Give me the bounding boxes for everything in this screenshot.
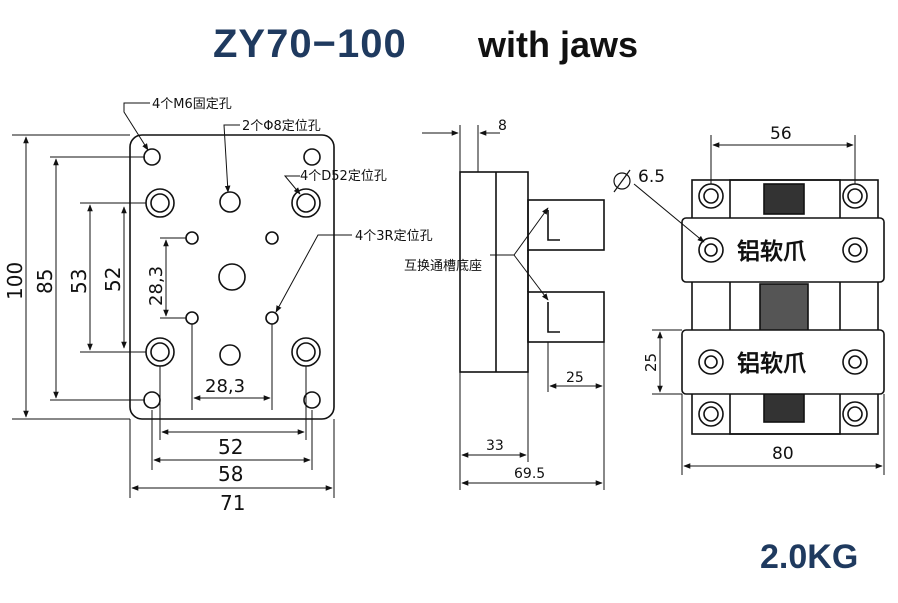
front-dimensions (12, 102, 352, 498)
m6-hole (143, 148, 161, 166)
top-dimension-labels: 6.5 56 25 80 铝软爪 铝软爪 (613, 124, 807, 464)
front-plate-outline (129, 134, 335, 420)
center-screw (759, 283, 809, 335)
dim-71: 71 (220, 491, 245, 515)
d52-hole (291, 188, 321, 218)
top-dimensions (633, 135, 885, 475)
side-dimensions (422, 125, 605, 490)
callout-r3: 4个3R定位孔 (355, 229, 433, 244)
dim-28-horizontal: 28,3 (205, 376, 245, 397)
dim-25-top: 25 (642, 353, 660, 372)
dim-8: 8 (498, 118, 507, 134)
m6-hole (143, 391, 161, 409)
r3-hole (265, 231, 279, 245)
dim-52-horizontal: 52 (218, 435, 243, 459)
callout-d52: 4个D52定位孔 (300, 169, 387, 184)
d52-hole-inner (296, 342, 316, 362)
base-label: 互换通槽底座 (404, 258, 482, 274)
dim-100: 100 (3, 262, 27, 300)
dim-28-vertical: 28,3 (146, 266, 167, 306)
screw-lower (763, 389, 805, 423)
product-title-suffix: with jaws (478, 24, 639, 65)
product-model-title: ZY70−100 (213, 22, 407, 66)
jaw-label-upper: 铝软爪 (737, 238, 807, 265)
callout-m6: 4个M6固定孔 (152, 97, 232, 112)
jaw-label-lower: 铝软爪 (737, 350, 807, 377)
dim-33: 33 (486, 438, 504, 454)
diameter-symbol (613, 172, 631, 190)
r3-hole (185, 311, 199, 325)
side-dimension-labels: 8 互换通槽底座 25 33 69.5 (404, 118, 584, 482)
callout-phi8: 2个Φ8定位孔 (242, 119, 321, 134)
jaw-lower (681, 329, 885, 395)
dim-85: 85 (33, 269, 57, 294)
dim-phi-6-5: 6.5 (638, 167, 665, 187)
phi8-hole (219, 191, 241, 213)
top-view (681, 179, 885, 435)
d52-hole-inner (150, 193, 170, 213)
side-view (459, 171, 605, 373)
d52-hole (145, 188, 175, 218)
side-jaw-upper (527, 199, 605, 251)
side-jaw-lower (527, 291, 605, 343)
d52-hole-inner (150, 342, 170, 362)
r3-hole (265, 311, 279, 325)
screw-upper (763, 183, 805, 215)
m6-hole (303, 148, 321, 166)
jaw-upper (681, 217, 885, 283)
dim-58: 58 (218, 462, 243, 486)
dim-56: 56 (770, 124, 792, 144)
dim-52-vertical: 52 (101, 267, 125, 292)
dim-69-5: 69.5 (514, 466, 545, 482)
center-hole (218, 263, 246, 291)
dim-80: 80 (772, 444, 794, 464)
front-dimension-labels: 4个M6固定孔 2个Φ8定位孔 4个D52定位孔 4个3R定位孔 100 85 … (3, 97, 433, 515)
m6-hole (303, 391, 321, 409)
dim-53: 53 (67, 269, 91, 294)
dim-25-side: 25 (566, 370, 584, 386)
front-view (129, 134, 335, 420)
r3-hole (185, 231, 199, 245)
product-weight: 2.0KG (760, 538, 859, 576)
d52-hole-inner (296, 193, 316, 213)
phi8-hole (219, 344, 241, 366)
